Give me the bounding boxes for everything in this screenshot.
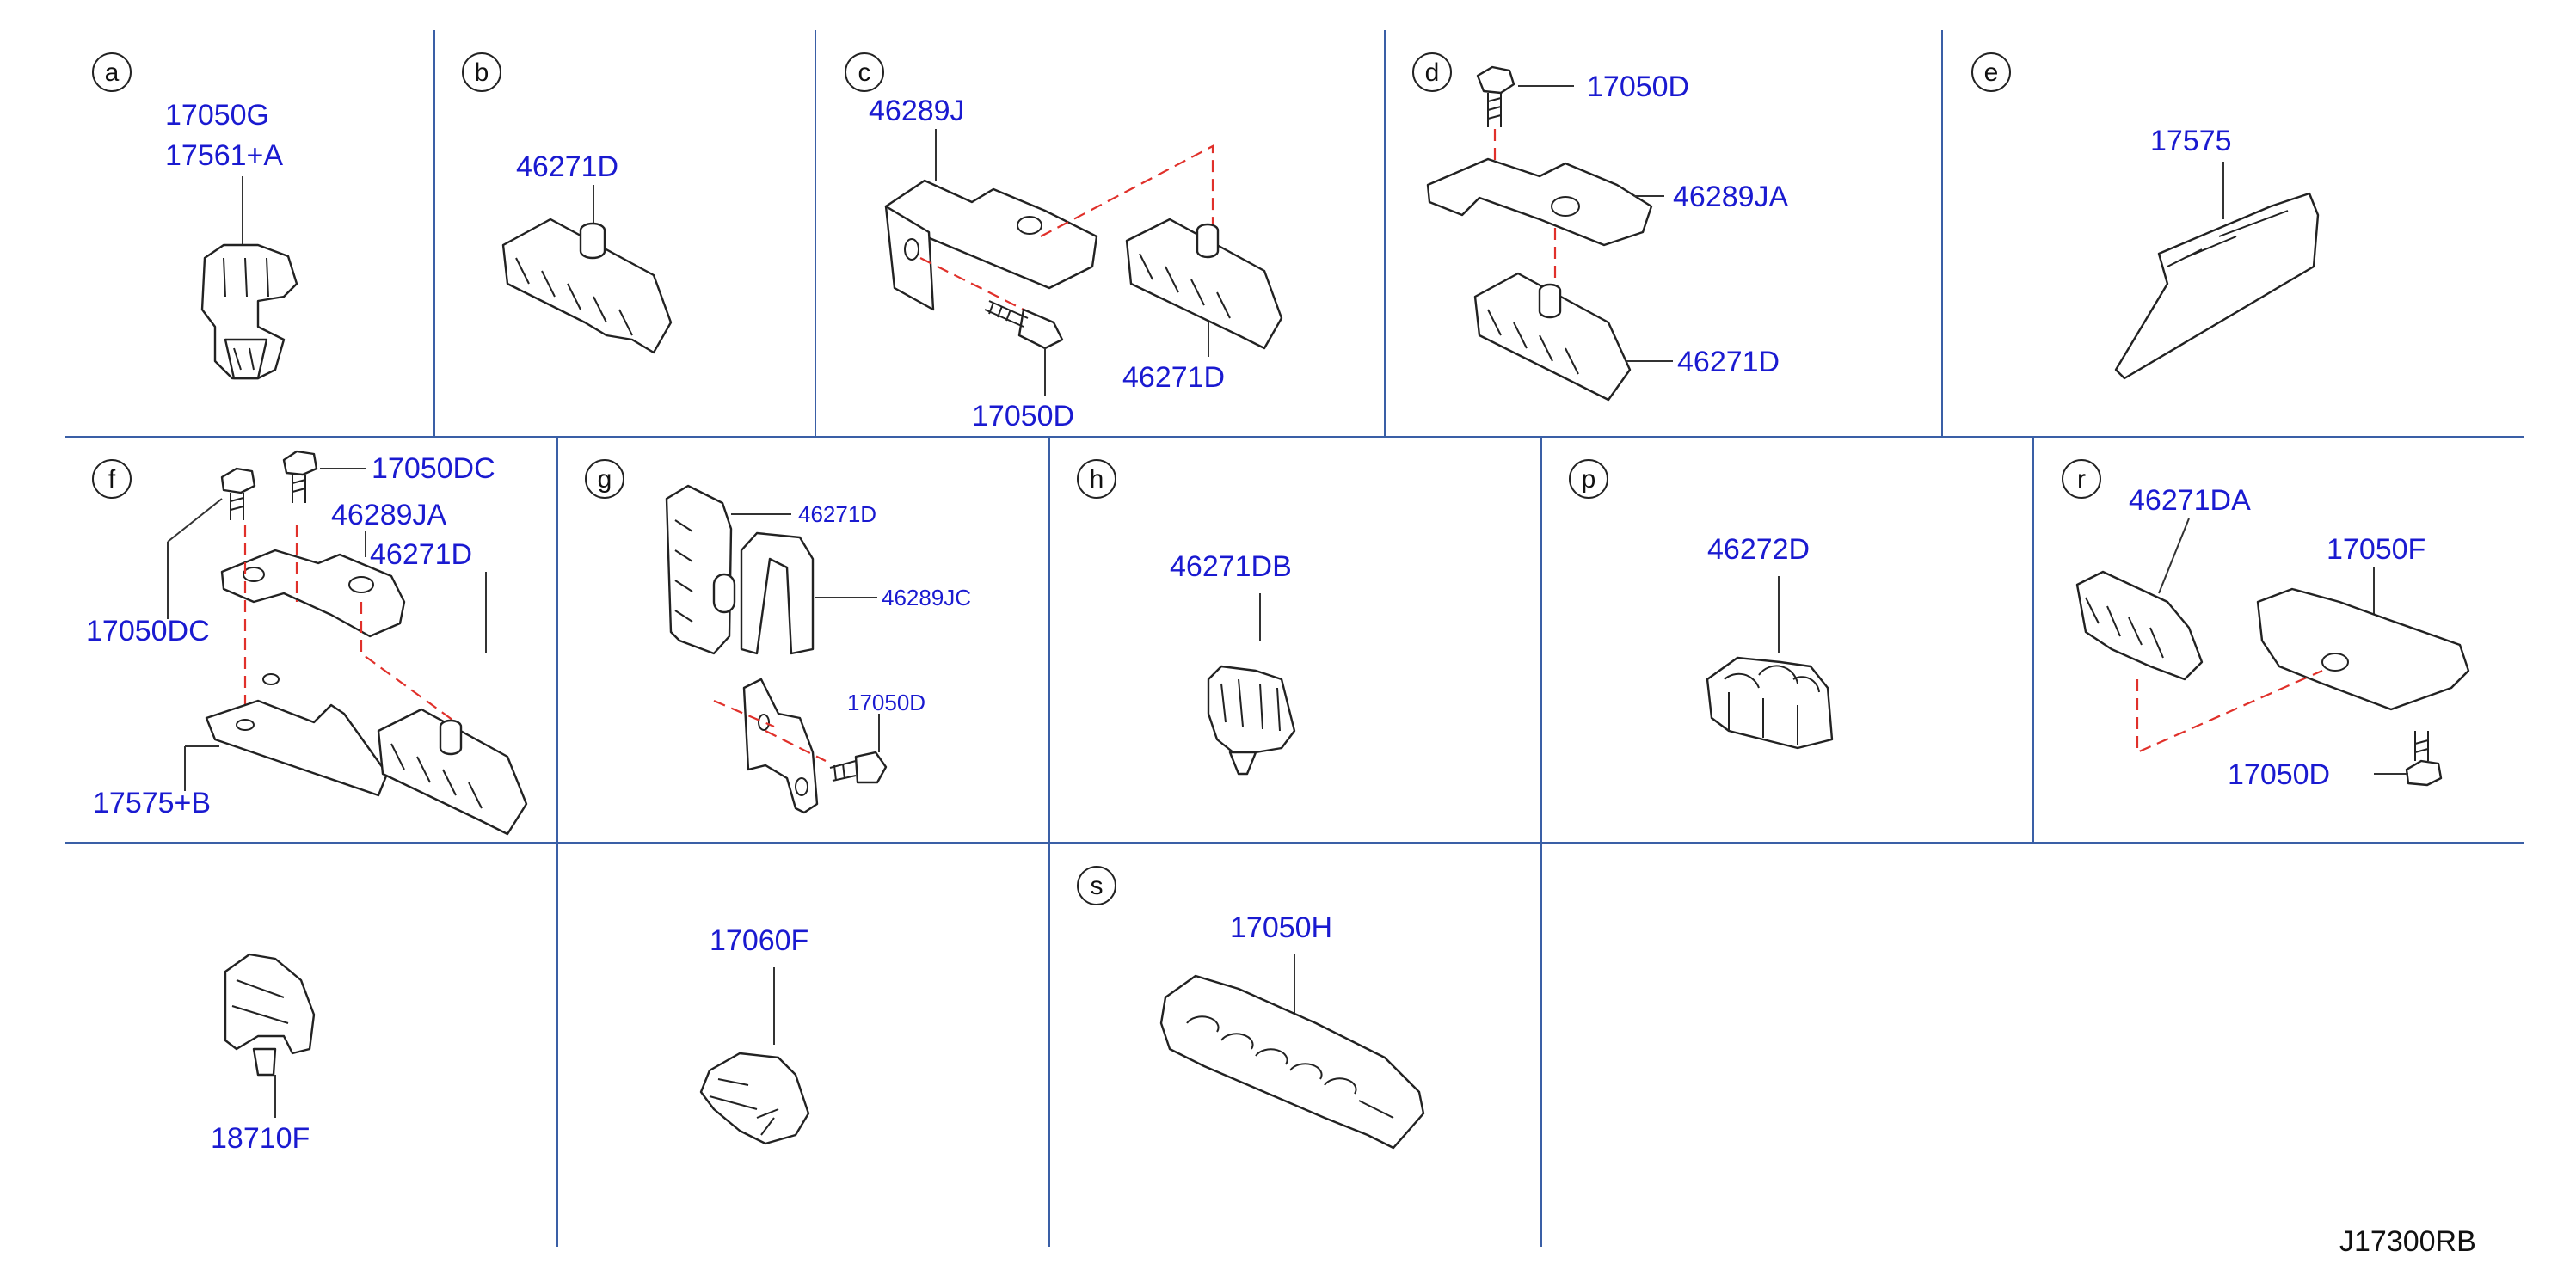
clamp-46271d-drawing [1473, 272, 1632, 402]
bracket-46289jc-drawing [740, 531, 815, 655]
svg-text:c: c [858, 58, 871, 87]
panel-letter-h: h [1077, 459, 1116, 499]
panel-g: 46271D 46289JC 17050D [665, 484, 971, 814]
panel-s: 17050H [1159, 911, 1425, 1150]
clip-17561-drawing [200, 243, 298, 380]
clip-18710f-drawing [224, 953, 316, 1077]
diagram-reference-code: J17300RB [2339, 1225, 2476, 1258]
panel-p: 46272D [1706, 533, 1834, 750]
part-number-label: 17561+A [165, 139, 283, 172]
cover-17575-drawing [2114, 192, 2320, 380]
clip-46272d-drawing [1706, 656, 1834, 750]
part-number-label: 46289JC [882, 585, 971, 610]
panel-letter-e: e [1971, 52, 2011, 92]
panel-letter-s: s [1077, 866, 1116, 905]
bolt-17050d-drawing [2405, 731, 2443, 787]
bolt-17050dc-drawing [220, 467, 256, 520]
part-number-label: 46272D [1707, 533, 1810, 566]
bolt-17050d-drawing [984, 300, 1064, 350]
clamp-46271da-drawing [2075, 570, 2204, 681]
part-number-label: 17575 [2150, 125, 2232, 157]
clip-17060f-drawing [699, 1052, 810, 1145]
panel-17060f: 17060F [699, 924, 810, 1145]
panel-e: 17575 [2114, 125, 2320, 380]
panel-letter-g: g [585, 459, 624, 499]
svg-text:p: p [1582, 465, 1596, 494]
panel-a: 17050G 17561+A [165, 99, 298, 380]
clamp-46271d-drawing [1125, 218, 1283, 350]
part-number-label: 46271D [516, 150, 618, 183]
part-number-label: 17060F [710, 924, 808, 957]
part-number-label: 17050F [2327, 533, 2425, 566]
part-number-label: 46289JA [1673, 181, 1789, 213]
clip-46271db-drawing [1207, 665, 1296, 776]
part-number-label: 17050D [2228, 758, 2330, 791]
bracket-46289ja-drawing [220, 549, 406, 638]
part-number-label: 18710F [211, 1122, 310, 1155]
svg-text:f: f [108, 465, 116, 494]
svg-text:h: h [1090, 465, 1104, 494]
svg-text:g: g [598, 465, 612, 494]
panel-letter-d: d [1412, 52, 1452, 92]
bracket-46289ja-drawing [1426, 157, 1653, 247]
clamp-46271d-drawing [501, 218, 673, 354]
svg-text:d: d [1425, 58, 1440, 87]
part-number-label: 17050D [1587, 71, 1689, 103]
bracket-lower-drawing [742, 678, 819, 814]
part-number-label: 46289JA [331, 499, 447, 531]
part-number-label: 46271DA [2129, 484, 2251, 517]
part-number-label: 17050D [847, 690, 925, 715]
panel-letter-a: a [92, 52, 132, 92]
panel-letter-r: r [2062, 459, 2101, 499]
svg-text:e: e [1984, 58, 1999, 87]
svg-text:a: a [105, 58, 120, 87]
panel-b: 46271D [501, 150, 673, 354]
bolt-17050d-drawing [829, 751, 888, 784]
panel-f: 17050DC 17050DC 46289JA 46271D 17575+B [86, 450, 528, 836]
plate-17575b-drawing [205, 673, 389, 797]
panel-letters: a b c d e f g h p r s [92, 52, 2101, 905]
part-number-label: 17050D [972, 400, 1074, 432]
panel-letter-b: b [462, 52, 501, 92]
panel-letter-f: f [92, 459, 132, 499]
part-number-label: 46271D [798, 501, 876, 527]
bracket-46289j-drawing [884, 179, 1098, 311]
grid-lines [65, 30, 2524, 1247]
part-number-label: 46271D [1122, 361, 1225, 394]
part-number-label: 46289J [869, 95, 965, 127]
svg-text:b: b [475, 58, 489, 87]
panel-r: 46271DA 17050F 17050D [2075, 484, 2470, 791]
panel-letter-c: c [845, 52, 884, 92]
panel-c: 46289J 17050D 46271D [869, 95, 1283, 432]
bolt-17050d-drawing [1476, 65, 1515, 127]
part-number-label: 17050DC [372, 452, 495, 485]
svg-text:r: r [2077, 465, 2086, 494]
part-number-label: 17050H [1230, 911, 1332, 944]
part-number-label: 46271DB [1170, 550, 1292, 583]
part-number-label: 46271D [370, 538, 472, 571]
part-number-label: 17050DC [86, 615, 210, 647]
panel-d: 17050D 46289JA 46271D [1426, 65, 1789, 402]
panel-h: 46271DB [1170, 550, 1296, 776]
part-number-label: 46271D [1677, 346, 1780, 378]
bolt-17050dc-drawing [282, 450, 318, 503]
clamp-17050h-drawing [1159, 974, 1425, 1150]
clamp-46271d-drawing [665, 484, 736, 655]
svg-text:s: s [1091, 872, 1104, 900]
bracket-17050f-drawing [2256, 587, 2470, 711]
part-number-label: 17050G [165, 99, 269, 132]
part-number-label: 17575+B [93, 787, 211, 819]
clamp-46271d-drawing [377, 708, 528, 836]
panel-18710f: 18710F [211, 953, 316, 1155]
panel-letter-p: p [1569, 459, 1608, 499]
